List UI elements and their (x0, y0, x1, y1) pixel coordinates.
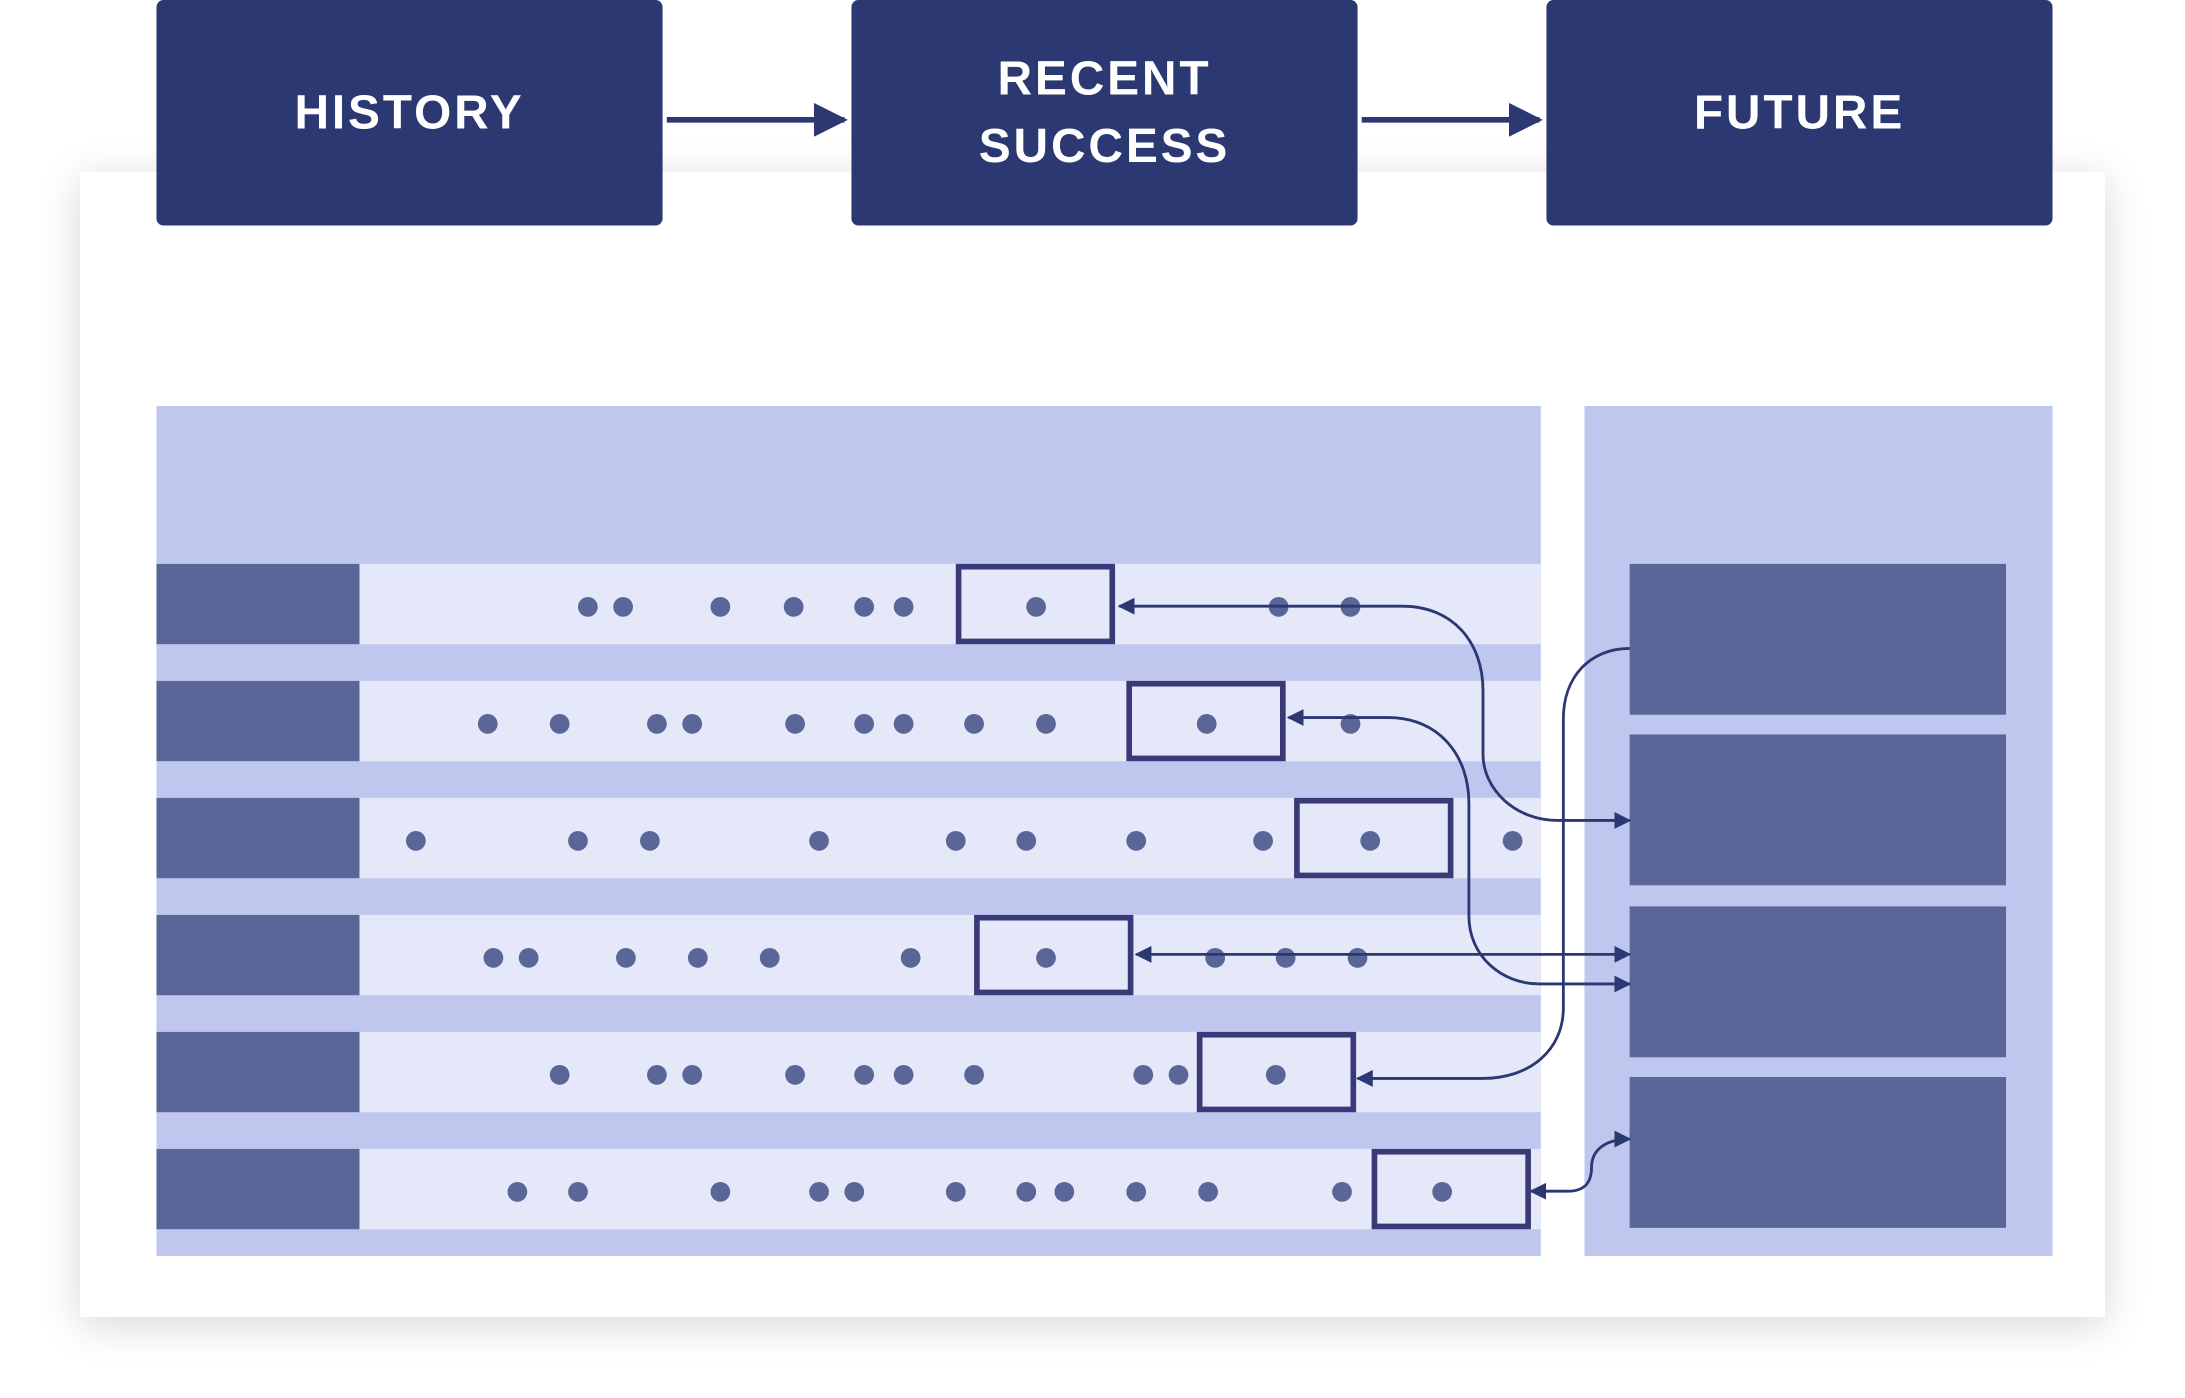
event-dot (1016, 1182, 1037, 1202)
event-dot (1253, 831, 1273, 851)
event-dot (647, 714, 667, 734)
event-dot (477, 714, 498, 734)
stage-history: HISTORY (156, 0, 663, 226)
history-row (156, 797, 1541, 879)
row-label-block (156, 1031, 360, 1113)
row-label-block (156, 563, 360, 645)
event-dot (1126, 1182, 1147, 1202)
event-dot (613, 597, 633, 617)
event-dot (1502, 831, 1523, 851)
future-block (1629, 906, 2007, 1058)
connector-block1-row5 (1355, 647, 1630, 1087)
stage-recent-success: RECENT SUCCESS (851, 0, 1358, 226)
recent-success-dot (1360, 831, 1381, 851)
history-row (156, 1031, 1541, 1113)
stage-future: FUTURE (1546, 0, 2053, 226)
recent-success-dot (1265, 1065, 1286, 1085)
event-dot (893, 714, 914, 734)
event-dot (1016, 831, 1037, 851)
history-row (156, 680, 1541, 762)
event-dot (640, 831, 660, 851)
event-dot (682, 1065, 703, 1085)
event-dot (785, 714, 805, 734)
event-dot (1347, 948, 1368, 968)
event-dot (518, 948, 539, 968)
recent-success-dot (1432, 1182, 1452, 1202)
stage-recent-success-label: RECENT SUCCESS (978, 52, 1231, 174)
event-dot (844, 1182, 865, 1202)
event-dot (687, 948, 708, 968)
row-track (156, 563, 1541, 645)
event-dot (1332, 1182, 1352, 1202)
event-dot (710, 597, 731, 617)
event-dot (1133, 1065, 1154, 1085)
event-dot (945, 1182, 966, 1202)
stage-future-label: FUTURE (1693, 85, 1906, 140)
future-block (1629, 734, 2007, 886)
event-dot (809, 831, 829, 851)
event-dot (854, 1065, 875, 1085)
history-row (156, 563, 1541, 645)
future-block (1629, 563, 2007, 715)
event-dot (568, 1182, 588, 1202)
event-dot (893, 597, 914, 617)
event-dot (1205, 948, 1226, 968)
stage-history-label: HISTORY (294, 85, 525, 140)
connector-row2-block3 (1286, 709, 1632, 993)
history-row (156, 1148, 1541, 1230)
event-dot (549, 1065, 570, 1085)
event-dot (854, 714, 875, 734)
event-dot (783, 597, 804, 617)
row-label-block (156, 1148, 360, 1230)
row-track (156, 680, 1541, 762)
event-dot (1126, 831, 1147, 851)
event-dot (616, 948, 636, 968)
event-dot (568, 831, 588, 851)
row-label-block (156, 914, 360, 996)
event-dot (1168, 1065, 1189, 1085)
event-dot (759, 948, 780, 968)
event-dot (507, 1182, 528, 1202)
event-dot (854, 597, 875, 617)
row-label-block (156, 797, 360, 879)
recent-success-dot (1196, 714, 1217, 734)
recent-success-dot (1026, 597, 1046, 617)
event-dot (964, 1065, 984, 1085)
event-dot (405, 831, 426, 851)
connector-row6-block4 (1529, 1130, 1632, 1200)
future-block (1629, 1077, 2007, 1228)
recent-success-dot (1036, 948, 1056, 968)
event-dot (900, 948, 921, 968)
event-dot (483, 948, 504, 968)
event-dot (647, 1065, 667, 1085)
event-dot (682, 714, 703, 734)
event-dot (893, 1065, 914, 1085)
event-dot (785, 1065, 805, 1085)
event-dot (809, 1182, 829, 1202)
event-dot (1036, 714, 1056, 734)
row-label-block (156, 680, 360, 762)
event-dot (549, 714, 570, 734)
event-dot (1054, 1182, 1075, 1202)
event-dot (1198, 1182, 1218, 1202)
event-dot (577, 597, 598, 617)
event-dot (710, 1182, 731, 1202)
event-dot (945, 831, 966, 851)
event-dot (1275, 948, 1296, 968)
event-dot (964, 714, 984, 734)
